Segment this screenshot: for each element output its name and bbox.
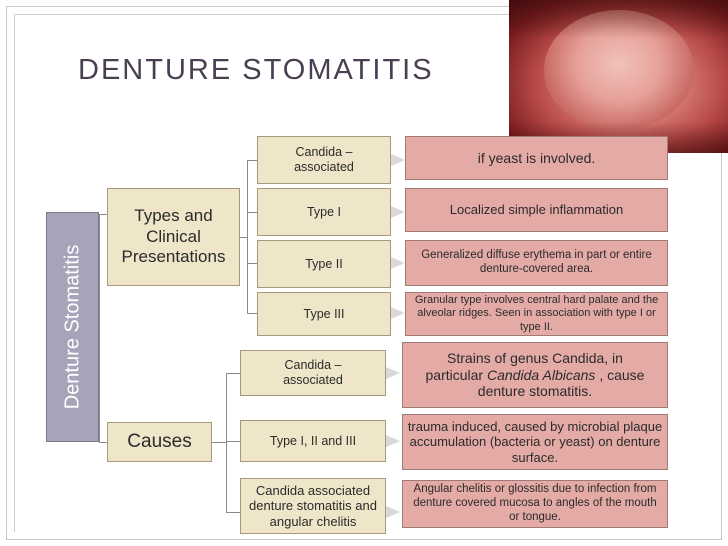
branch-label: Causes bbox=[127, 430, 192, 452]
root-label: Denture Stomatitis bbox=[61, 244, 84, 410]
type-label: Type II bbox=[305, 256, 343, 271]
description-box: Localized simple inflammation bbox=[405, 188, 668, 232]
branch-label: Types and Clinical Presentations bbox=[121, 206, 226, 267]
palate-photo bbox=[509, 0, 728, 153]
cause-label: Candida associated denture stomatitis an… bbox=[249, 482, 377, 529]
description-box: Granular type involves central hard pala… bbox=[405, 292, 668, 336]
description-text-part: Strains of genus Candida, in particular bbox=[425, 349, 623, 383]
description-text: Angular chelitis or glossitis due to inf… bbox=[413, 483, 657, 523]
description-text: if yeast is involved. bbox=[477, 149, 596, 166]
arrow-icon bbox=[381, 307, 405, 319]
branch-types-presentations: Types and Clinical Presentations bbox=[107, 188, 240, 286]
connector bbox=[99, 442, 107, 443]
type-node: Candida – associated bbox=[257, 136, 391, 184]
description-text: trauma induced, caused by microbial plaq… bbox=[407, 418, 663, 465]
type-label: Type I bbox=[306, 204, 342, 219]
arrow-icon bbox=[381, 206, 405, 218]
connector bbox=[240, 237, 248, 238]
slide-title: DENTURE STOMATITIS bbox=[78, 54, 434, 86]
description-text: Granular type involves central hard pala… bbox=[414, 294, 659, 333]
connector bbox=[247, 160, 257, 161]
connector bbox=[226, 373, 227, 513]
type-node: Type I bbox=[257, 188, 391, 236]
cause-node: Candida associated denture stomatitis an… bbox=[240, 478, 386, 534]
branch-causes: Causes bbox=[107, 422, 212, 462]
description-box: Generalized diffuse erythema in part or … bbox=[405, 240, 668, 286]
cause-node: Candida – associated bbox=[240, 350, 386, 396]
connector bbox=[99, 214, 100, 443]
connector bbox=[247, 212, 257, 213]
root-node: Denture Stomatitis bbox=[46, 212, 99, 442]
connector bbox=[99, 214, 107, 215]
description-text-part: , cause denture stomatitis. bbox=[477, 366, 645, 400]
arrow-icon bbox=[381, 154, 405, 166]
cause-label: Type I, II and III bbox=[269, 433, 357, 448]
species-name: Candida Albicans bbox=[486, 366, 596, 383]
cause-node: Type I, II and III bbox=[240, 420, 386, 462]
arrow-icon bbox=[376, 367, 400, 379]
arrow-icon bbox=[381, 257, 405, 269]
connector bbox=[226, 373, 240, 374]
description-box: trauma induced, caused by microbial plaq… bbox=[402, 414, 668, 470]
arrow-icon bbox=[376, 435, 400, 447]
slide-frame-inner bbox=[14, 14, 714, 532]
connector bbox=[247, 160, 248, 313]
type-label: Type III bbox=[303, 306, 345, 321]
type-node: Type III bbox=[257, 292, 391, 336]
description-text: Generalized diffuse erythema in part or … bbox=[421, 249, 652, 275]
slide-frame bbox=[6, 6, 722, 540]
connector bbox=[247, 313, 257, 314]
connector bbox=[226, 441, 240, 442]
connector bbox=[212, 442, 227, 443]
cause-label: Candida – associated bbox=[283, 358, 343, 387]
description-box: Angular chelitis or glossitis due to inf… bbox=[402, 480, 668, 528]
description-text: Strains of genus Candida, in particular … bbox=[425, 350, 645, 400]
palate-photo-shade bbox=[509, 0, 728, 153]
arrow-icon bbox=[376, 506, 400, 518]
description-box: if yeast is involved. bbox=[405, 136, 668, 180]
description-text: Localized simple inflammation bbox=[449, 202, 624, 218]
type-label: Candida – associated bbox=[294, 145, 354, 174]
description-box: Strains of genus Candida, in particular … bbox=[402, 342, 668, 408]
connector bbox=[226, 512, 240, 513]
type-node: Type II bbox=[257, 240, 391, 288]
connector bbox=[247, 263, 257, 264]
